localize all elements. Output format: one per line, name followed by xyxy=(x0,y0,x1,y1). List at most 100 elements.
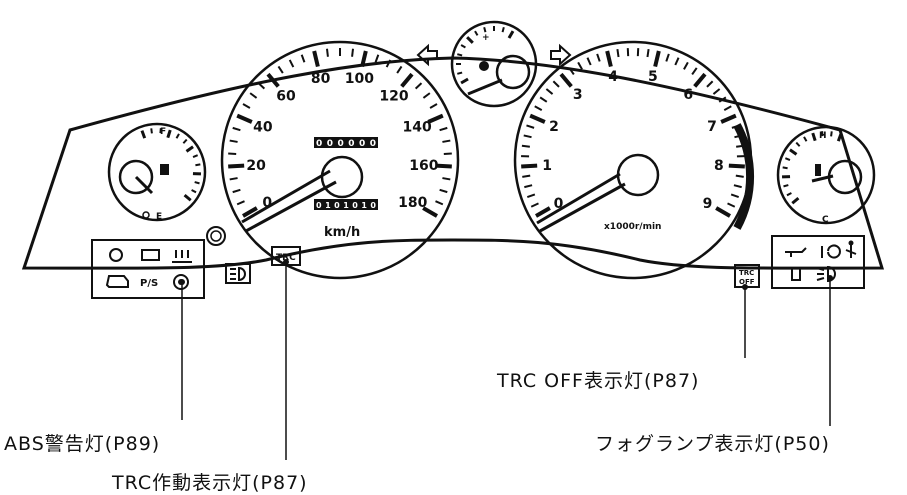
fog-callout: フォグランプ表示灯(P50) xyxy=(595,433,830,455)
gauge-label: 1 xyxy=(542,158,552,174)
gauge-tick xyxy=(596,53,601,62)
gauge-tick xyxy=(526,124,535,129)
gauge-tick xyxy=(232,188,241,194)
gauge-tick xyxy=(414,82,423,90)
brake-warning-icon xyxy=(109,248,123,262)
gauge-label: 40 xyxy=(253,120,273,136)
odometer-value: 0 0 0 0 0 0 xyxy=(316,139,376,149)
gauge-tick xyxy=(232,126,241,132)
oil-pressure-icon xyxy=(785,247,807,257)
gauge-tick xyxy=(457,71,463,75)
gauge-tick xyxy=(242,103,251,109)
gauge-tick xyxy=(460,77,469,85)
gauge-label: 4 xyxy=(608,69,618,85)
temp-hot-label: H xyxy=(819,131,827,141)
gauge-tick xyxy=(830,131,833,137)
gauge-tick xyxy=(545,88,554,95)
gauge-tick xyxy=(577,61,583,70)
power-steering-label: P/S xyxy=(140,278,158,289)
fuel-pump-icon xyxy=(160,164,169,175)
gauge-tick xyxy=(435,163,452,169)
gauge-tick xyxy=(691,67,698,76)
gauge-label: 120 xyxy=(379,89,408,105)
gauge-tick xyxy=(312,50,320,68)
gauge-tick xyxy=(266,72,280,88)
gauge-tick xyxy=(524,184,533,189)
gauge-tick xyxy=(228,163,245,169)
seatbelt-icon xyxy=(845,244,857,258)
gauge-tick xyxy=(229,139,238,143)
gauge-tick xyxy=(466,36,474,44)
right-turn-arrow-icon xyxy=(550,43,572,67)
gauge-tick xyxy=(183,193,192,202)
gauge-label: 2 xyxy=(549,119,559,135)
tripmeter-display xyxy=(314,199,378,210)
gauge-label: 60 xyxy=(276,89,296,105)
left-turn-arrow-icon xyxy=(416,43,438,67)
fog-lamp-side-icon xyxy=(821,244,841,259)
trc-off-label-line1: TRC xyxy=(739,269,754,277)
temp-cold-label: C xyxy=(822,215,829,225)
gauge-tick xyxy=(665,53,670,62)
gauge-tick xyxy=(166,129,172,139)
gauge-tick xyxy=(501,27,505,33)
gauge-tick xyxy=(460,44,466,49)
gauge-tick xyxy=(192,154,199,158)
gauge-label: 9 xyxy=(703,196,713,212)
gauge-tick xyxy=(400,72,414,88)
gauge-tick xyxy=(195,163,201,167)
gauge-label: 5 xyxy=(648,69,658,85)
gauge-tick xyxy=(836,133,843,142)
gauge-tick xyxy=(674,57,680,66)
gauge-label: 0 xyxy=(262,195,272,211)
small-indicator-ring xyxy=(206,226,226,246)
odometer-display xyxy=(314,137,378,148)
gauge-tick xyxy=(733,184,742,189)
gauge-tick xyxy=(439,188,448,194)
gauge-label: 8 xyxy=(714,158,724,174)
gauge-label: 0 xyxy=(554,196,564,212)
gauge-tick xyxy=(526,193,536,199)
temp-gauge: H C xyxy=(776,125,876,225)
gauge-tick xyxy=(396,65,403,74)
check-engine-icon xyxy=(105,275,129,288)
gauge-tick xyxy=(683,61,689,70)
trc-active-callout: TRC作動表示灯(P87) xyxy=(112,472,308,494)
fuel-full-label: F xyxy=(160,127,166,137)
gauge-tick xyxy=(427,113,444,124)
gauge-tick xyxy=(735,174,744,178)
gauge-tick xyxy=(277,65,284,74)
charge-warning-icon xyxy=(141,249,160,261)
gauge-tick xyxy=(522,174,531,178)
cluster-housing xyxy=(21,56,885,270)
gauge-tick xyxy=(529,113,546,124)
abs-warning-icon xyxy=(173,274,189,290)
gauge-label: 160 xyxy=(409,158,438,174)
gauge-tick xyxy=(727,202,736,208)
gauge-label: 6 xyxy=(683,87,693,103)
gauge-tick xyxy=(720,113,737,124)
coolant-temp-icon xyxy=(815,164,821,176)
gauge-tick xyxy=(715,206,731,218)
gauge-tick xyxy=(521,163,538,169)
gauge-tick xyxy=(150,128,153,134)
gauge-tick xyxy=(811,132,817,142)
gauge-tick xyxy=(507,30,515,39)
gauge-tick xyxy=(229,177,238,181)
gauge-tick xyxy=(182,138,188,144)
glow-plug-icon xyxy=(172,250,192,263)
fuel-gauge: F E xyxy=(107,122,207,222)
tachometer-unit: x1000r/min xyxy=(604,222,661,232)
gauge-tick xyxy=(784,157,791,161)
gauge-tick xyxy=(586,57,592,66)
gauge-tick xyxy=(786,192,792,197)
left-warning-panel: P/S xyxy=(91,226,251,299)
gauge-tick xyxy=(474,30,479,36)
gauge-tick xyxy=(789,148,798,156)
gauge-tick xyxy=(521,144,530,148)
gauge-tick xyxy=(288,59,295,68)
gauge-tick xyxy=(693,72,707,88)
abs-callout: ABS警告灯(P89) xyxy=(4,433,161,455)
